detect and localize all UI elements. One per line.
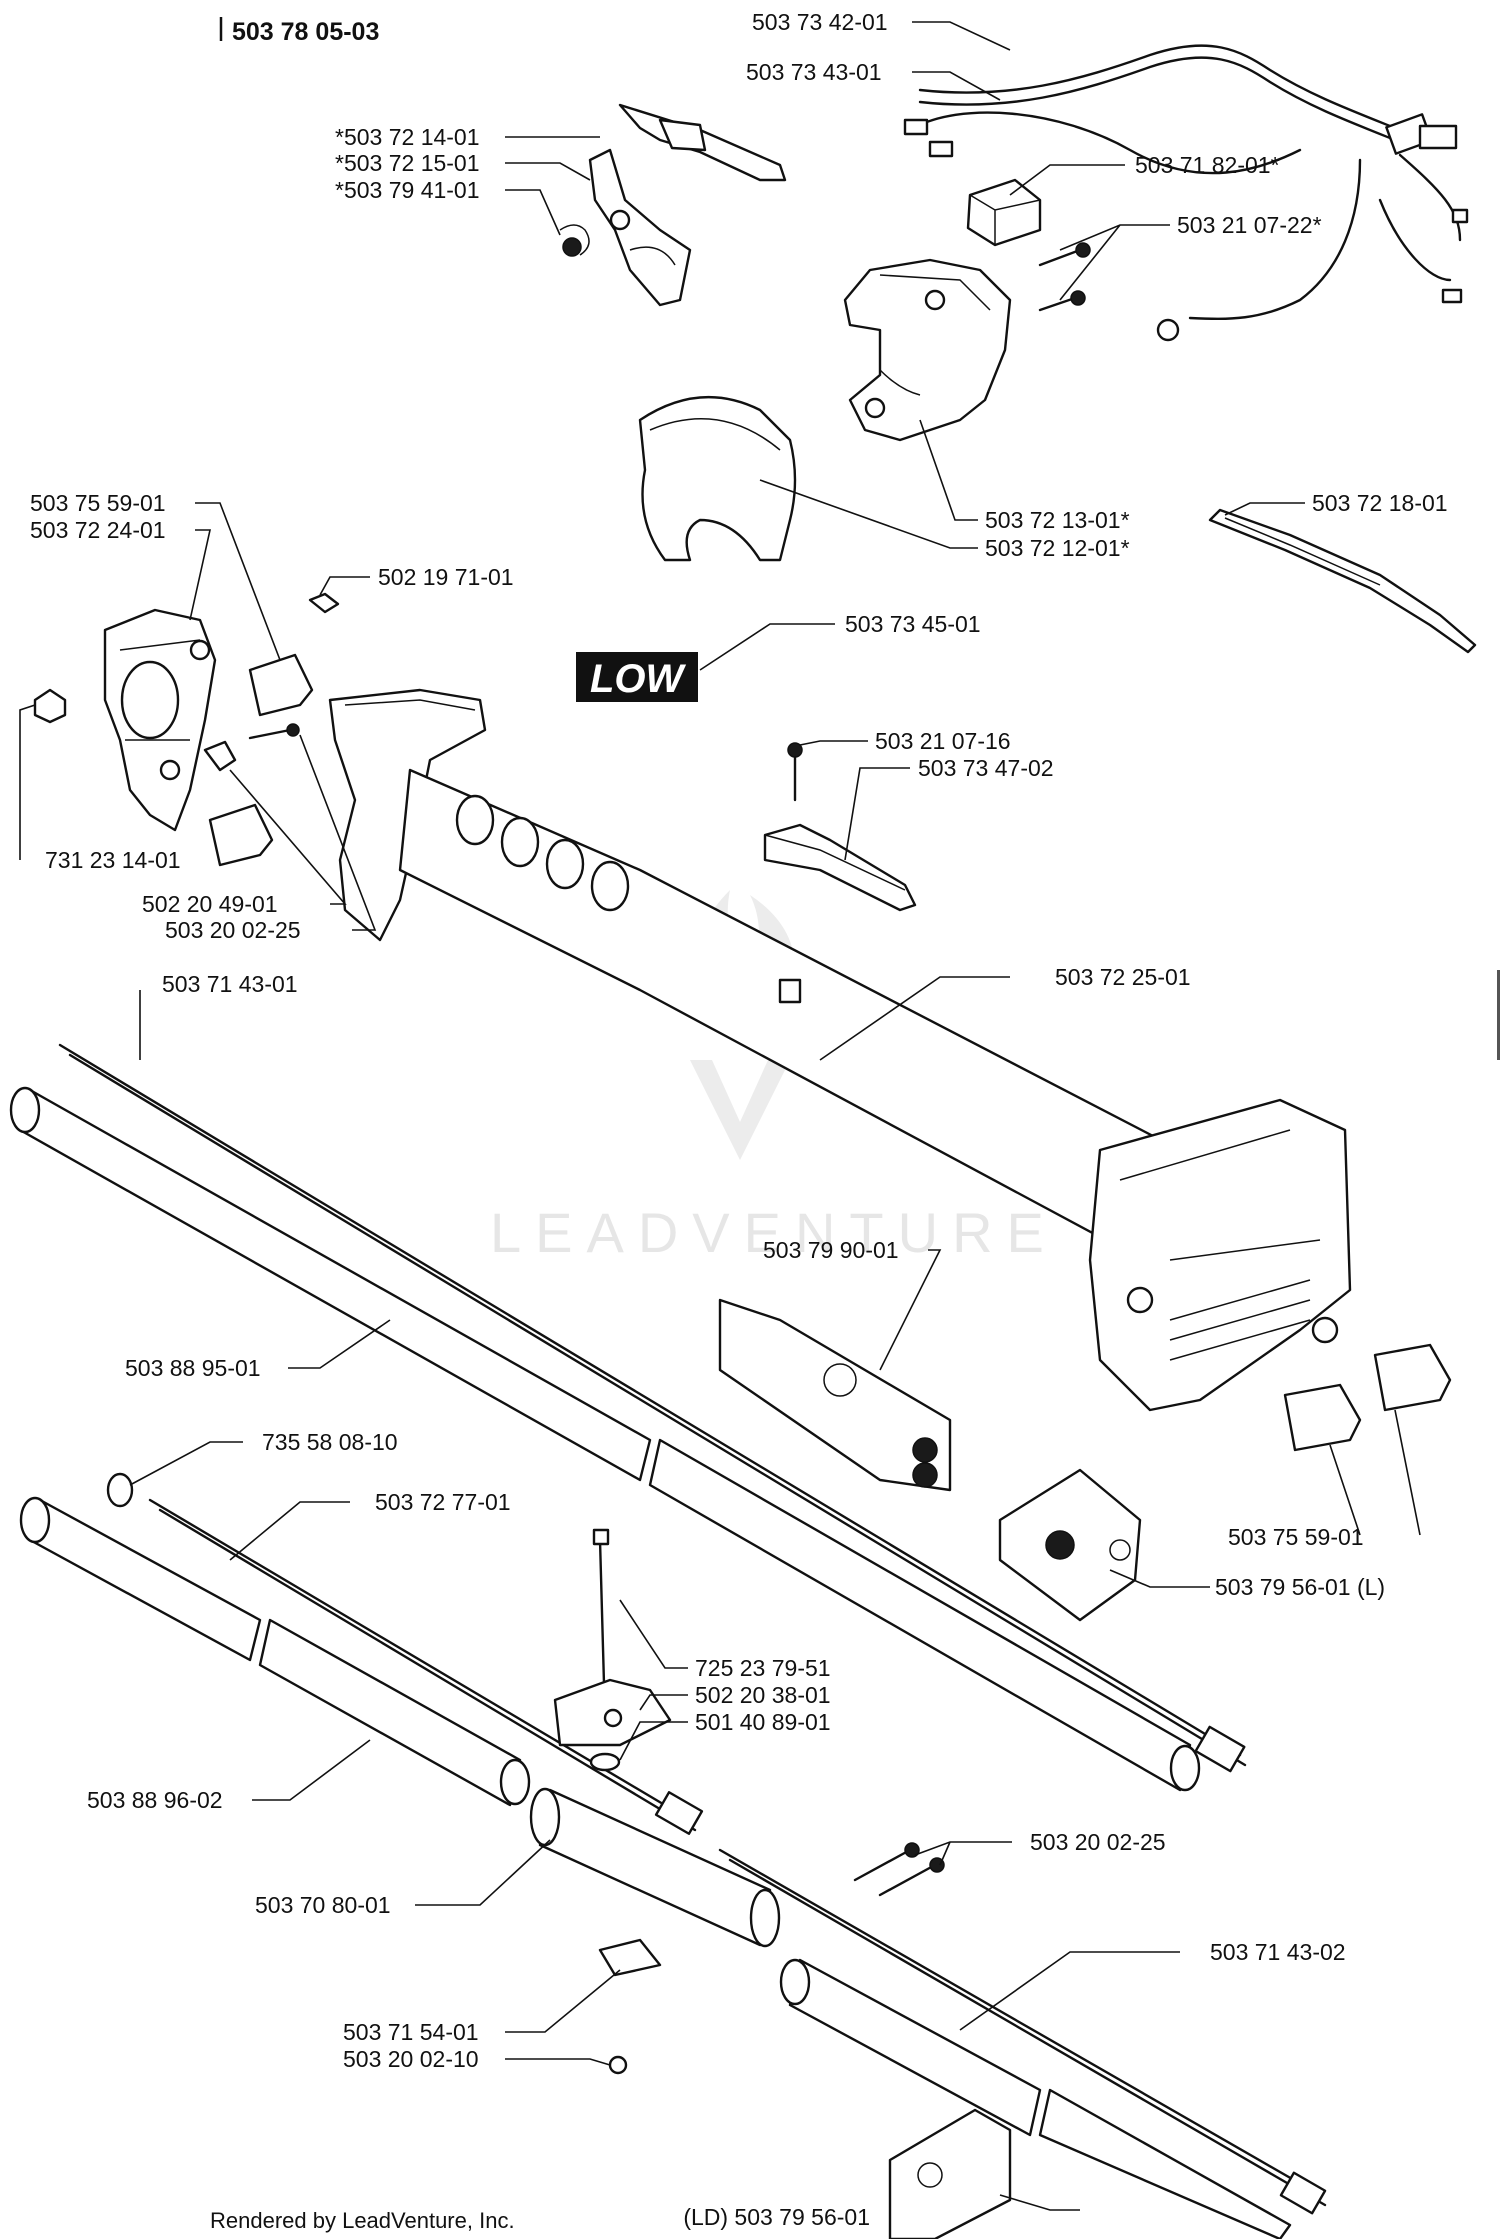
drive-shaft-lower-2 [718,1848,1327,2215]
callout-label: 503 72 13-01* [985,507,1130,533]
callout-label: 731 23 14-01 [45,847,181,873]
callout-label: 503 72 12-01* [985,535,1130,561]
callout-label: *503 72 15-01 [335,150,480,176]
callout-label: 503 73 47-02 [918,755,1054,781]
drive-shaft-lower [148,1498,704,1835]
callout-label: *503 72 14-01 [335,124,480,150]
callout-label: 735 58 08-10 [262,1429,398,1455]
low-decal-text: LOW [590,657,687,701]
decal-bottom [888,2108,1012,2239]
main-handle-shaft [328,688,1352,1412]
callout-label: 503 73 43-01 [746,59,882,85]
screws-upper [1038,242,1091,312]
coupler-tube [529,1787,781,2075]
decal-right [998,1468,1142,1622]
handle-housing [638,258,1012,562]
callout-label: 503 71 43-02 [1210,1939,1346,1965]
stop-switch [966,178,1042,247]
callout-label: 503 75 59-01 [1228,1524,1364,1550]
callout-label: 503 88 96-02 [87,1787,223,1813]
callout-label: 503 72 24-01 [30,517,166,543]
washer-735 [106,1472,134,1508]
grip-caps-left [208,653,314,867]
diagram-number: 503 78 05-03 [232,18,379,46]
callout-label: 503 20 02-25 [1030,1829,1166,1855]
leader-lines [19,21,1421,2211]
callout-label: 502 20 49-01 [142,891,278,917]
tube-lower-2 [779,1958,1292,2239]
callout-label: 503 71 54-01 [343,2019,479,2045]
callout-label: 503 72 25-01 [1055,964,1191,990]
callout-label: 502 19 71-01 [378,564,514,590]
callout-label: *503 79 41-01 [335,177,480,203]
callout-label: 503 70 80-01 [255,1892,391,1918]
callout-label: 503 75 59-01 [30,490,166,516]
callout-label: 503 73 42-01 [752,9,888,35]
callout-label: 502 20 38-01 [695,1682,831,1708]
throttle-cable [1208,508,1477,654]
callout-label: 503 73 45-01 [845,611,981,637]
safety-decal [718,1298,952,1492]
nuts-and-screws-left [33,592,340,772]
callout-label: 503 88 95-01 [125,1355,261,1381]
drive-shaft-upper [58,1043,1247,1773]
shaft-clamp-brace [763,742,917,912]
screws-lower-pair [853,1842,945,1897]
callout-label: 503 71 82-01* [1135,152,1280,178]
callout-label: 503 71 43-01 [162,971,298,997]
rendered-by-footer: Rendered by LeadVenture, Inc. [210,2208,515,2233]
callout-label: 725 23 79-51 [695,1655,831,1681]
callout-label: 503 79 56-01 (L) [1215,1574,1385,1600]
callout-label: 503 20 02-25 [165,917,301,943]
callout-label: 501 40 89-01 [695,1709,831,1735]
watermark-text: LEADVENTURE [490,1201,1058,1264]
low-decal: LOW [576,652,698,702]
tube-lower-1 [19,1496,531,1807]
callout-label: 503 21 07-22* [1177,212,1322,238]
grip-caps-right [1283,1343,1452,1452]
callout-label: 503 79 90-01 [763,1237,899,1263]
rear-handle-bracket [103,608,217,832]
throttle-trigger-assembly [559,103,787,307]
part-callouts: 503 73 42-01 503 73 43-01 *503 72 14-01 … [30,9,1448,2230]
callout-label: 503 20 02-10 [343,2046,479,2072]
edge-mark [1497,970,1500,1060]
callout-label: 503 72 18-01 [1312,490,1448,516]
wing-knob-and-bolt [553,1528,672,1772]
wire-harness [903,44,1469,342]
tube-upper [9,1086,1201,1792]
callout-label: 503 21 07-16 [875,728,1011,754]
callout-label: 503 72 77-01 [375,1489,511,1515]
callout-label: (LD) 503 79 56-01 [683,2204,870,2230]
